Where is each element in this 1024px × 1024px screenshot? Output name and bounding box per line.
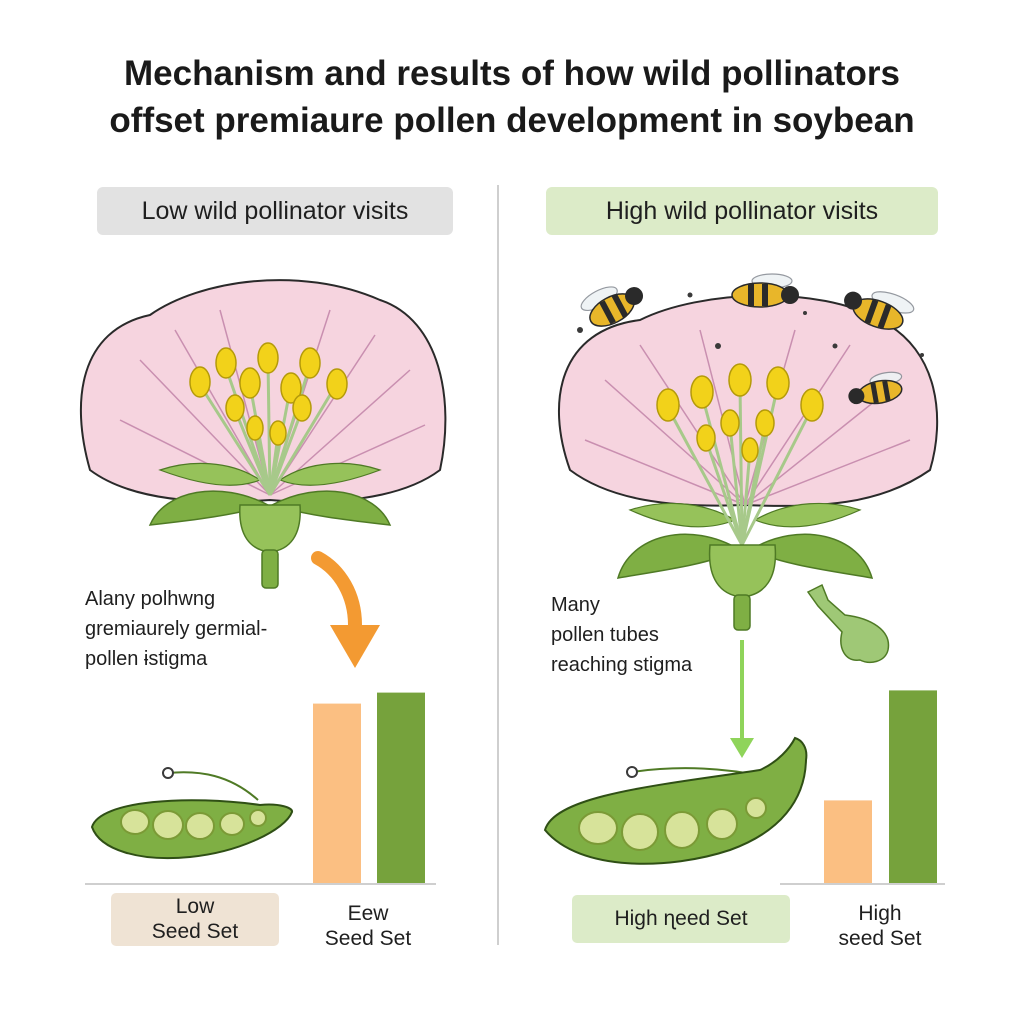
bee-2-illustration xyxy=(731,273,799,308)
right-pod-illustration xyxy=(543,736,808,865)
left-bar-label-line-2: Seed Set xyxy=(324,927,412,950)
panel-divider xyxy=(497,185,499,945)
bee-4-illustration xyxy=(848,371,903,405)
left-bar-label: Eew Seed Set xyxy=(296,901,440,951)
right-sepal-leaf-right xyxy=(748,533,874,579)
right-pod-seeds xyxy=(578,797,767,851)
left-bar-label-line-1: Eew xyxy=(347,902,389,925)
right-bar-1 xyxy=(824,800,872,884)
right-annotation: Many pollen tubes reaching stigma xyxy=(551,590,771,680)
left-calyx xyxy=(239,504,301,553)
right-stem xyxy=(733,594,751,631)
left-annotation-line-1: Alany polhwng xyxy=(85,588,216,610)
right-bar-group xyxy=(824,690,937,884)
low-seed-set-box: Low Seed Set xyxy=(111,893,279,946)
left-sepal-leaf-small-left xyxy=(158,462,262,486)
left-annotation: Alany polhwng gremiaurely germial- polle… xyxy=(85,584,325,674)
right-panel-heading: High wild pollinator visits xyxy=(546,187,938,235)
title-line-1: Mechanism and results of how wild pollin… xyxy=(124,54,900,93)
left-sepal-leaf-small-right xyxy=(278,462,382,486)
left-bar-2 xyxy=(377,692,425,884)
right-annotation-line-3: reaching stigma xyxy=(551,654,693,676)
low-seed-set-line-2: Seed Set xyxy=(151,920,239,943)
left-stem xyxy=(261,549,279,589)
right-bar-label-line-2: seed Set xyxy=(838,927,922,950)
right-flower-illustration xyxy=(558,294,939,631)
left-pod-illustration xyxy=(90,767,293,860)
right-flower-petal xyxy=(558,294,939,507)
left-annotation-line-2: gremiaurely germial- xyxy=(85,618,268,640)
right-anthers xyxy=(656,363,824,463)
right-stamen-filaments xyxy=(666,382,814,546)
right-green-arrow xyxy=(730,640,754,758)
pollen-specks xyxy=(577,292,924,357)
left-orange-arrow xyxy=(311,551,380,668)
left-bar-1 xyxy=(313,703,361,884)
right-annotation-line-1: Many xyxy=(551,594,600,616)
title-line-2: offset premiaure pollen development in s… xyxy=(109,101,915,140)
right-bar-label-line-1: High xyxy=(858,902,902,925)
page-title: Mechanism and results of how wild pollin… xyxy=(0,50,1024,144)
right-seed-set-chart xyxy=(780,690,945,885)
low-seed-set-line-1: Low xyxy=(175,895,215,918)
high-seed-set-box: High ɳeed Set xyxy=(572,895,790,943)
left-bar-group xyxy=(313,692,425,884)
left-panel-heading: Low wild pollinator visits xyxy=(97,187,453,235)
left-stamen-filaments xyxy=(198,359,338,496)
right-annotation-line-2: pollen tubes xyxy=(551,624,659,646)
left-sepal-leaf-left xyxy=(148,490,270,526)
pollen-bud-illustration xyxy=(806,583,890,663)
left-anthers xyxy=(189,342,348,446)
bee-3-illustration xyxy=(844,291,915,330)
right-bar-label: High seed Set xyxy=(818,901,942,951)
left-pod-seeds xyxy=(120,809,267,840)
bee-1-illustration xyxy=(580,286,644,327)
right-sepal-leaf-small-right xyxy=(753,502,862,528)
left-seed-set-chart xyxy=(85,692,436,885)
right-sepal-leaf-small-left xyxy=(628,502,737,528)
left-flower-illustration xyxy=(79,279,447,589)
left-sepal-leaf-right xyxy=(270,490,392,526)
left-annotation-line-3: pollen ɨstigma xyxy=(85,648,208,670)
right-bar-2 xyxy=(889,690,937,884)
